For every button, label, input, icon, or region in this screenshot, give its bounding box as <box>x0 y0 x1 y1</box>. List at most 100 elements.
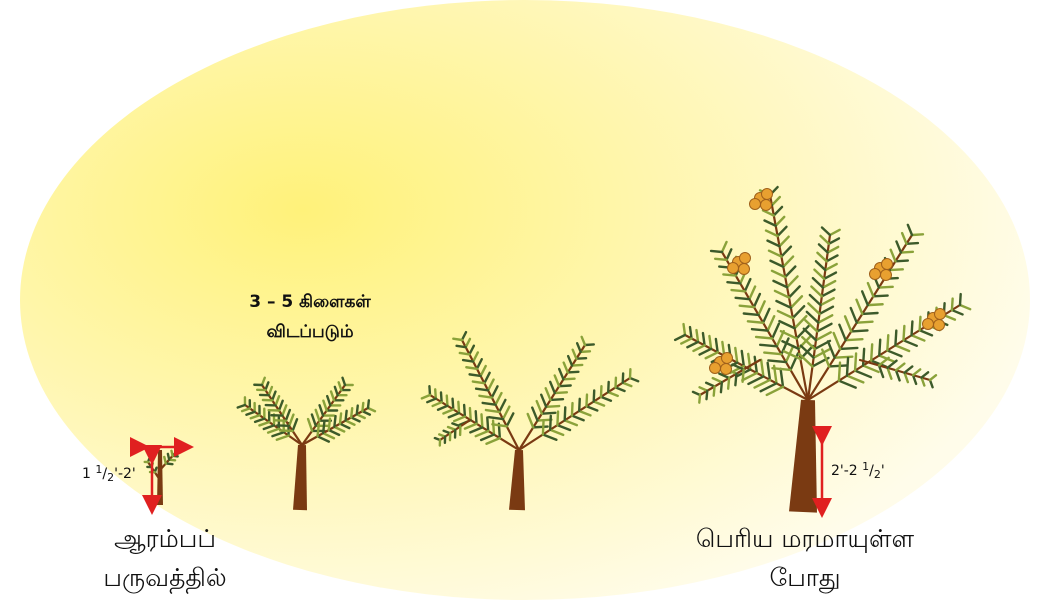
stage-4-branch-leaflet <box>903 326 904 340</box>
stage-4-fruit <box>881 270 892 281</box>
stage-4-fruit <box>923 319 934 330</box>
stage-3-branch-leaflet <box>579 399 580 411</box>
stage-4-branch-leaflet <box>952 299 953 310</box>
stage-3-branch-leaflet <box>441 392 442 402</box>
stage-3-branch-leaflet <box>568 372 579 373</box>
stage-3-branch-leaflet <box>557 412 558 425</box>
stage-2-branch-leaflet <box>351 408 352 417</box>
stage-4-branch-leaflet <box>684 324 685 335</box>
stage-4-branch-leaflet <box>744 314 759 315</box>
stage-2-caption-line1: 3 – 5 கிளைகள் <box>215 288 405 318</box>
stage-1-branch-leaflet <box>175 448 176 452</box>
stage-4-fruit <box>750 199 761 210</box>
stage-3-branch-leaflet <box>533 427 547 428</box>
stage-4-branch-leaflet <box>879 287 893 288</box>
stage-4-branch-leaflet <box>912 321 913 335</box>
stage-1-branch-leaflet <box>164 457 165 464</box>
stage-4-branch-leaflet <box>764 353 781 355</box>
stage-4-fruit <box>870 269 881 280</box>
stage-2-branch-leaflet <box>362 403 363 411</box>
stage-4-fruit <box>722 353 733 364</box>
stage-3-branch-leaflet <box>476 411 477 424</box>
stage-3-branch-leaflet <box>460 353 470 354</box>
stage-1-caption-line2: பருவத்தில் <box>70 559 260 598</box>
stage-3-branch-leaflet <box>555 392 567 393</box>
stage-3-branch-leaflet <box>453 339 462 340</box>
stage-4-branch-leaflet <box>711 251 722 252</box>
stage-4-branch-leaflet <box>895 261 907 262</box>
stage-4-branch-leaflet <box>727 282 740 283</box>
stage-4-fruit <box>710 363 721 374</box>
stage-3-branch-leaflet <box>470 374 481 376</box>
stage-4-branch-leaflet <box>707 391 708 399</box>
stage-4-branch-leaflet <box>696 330 698 342</box>
stage-4-caption-line1: பெரிய மரமாயுள்ள <box>680 520 930 559</box>
stage-3-branch-leaflet <box>572 365 582 366</box>
stage-3-branch-leaflet <box>473 382 485 384</box>
stage-4-branch-leaflet <box>768 360 786 362</box>
stage-3-branch-leaflet <box>586 395 587 407</box>
stage-2-branch-leaflet <box>323 421 324 433</box>
stage-3-branch-leaflet <box>572 403 573 416</box>
stage-4-branch-leaflet <box>732 290 745 291</box>
stage-4-branch-leaflet <box>839 363 840 381</box>
stage-3-branch-leaflet <box>458 402 459 413</box>
stage-4-branch-leaflet <box>743 370 744 382</box>
stage-4-branch-leaflet <box>863 349 864 366</box>
stage-3-branch-leaflet <box>429 386 430 395</box>
stage-4-branch-leaflet <box>895 331 896 346</box>
stage-4-branch-leaflet <box>920 317 921 330</box>
stage-1-height-label: 1 1/2'-2' <box>82 463 136 484</box>
stage-4-fruit <box>761 200 772 211</box>
stage-3-branch-leaflet <box>594 390 595 401</box>
background-glow <box>20 0 1030 600</box>
stage-4-branch-leaflet <box>829 365 847 366</box>
stage-4-fruit <box>739 264 750 275</box>
stage-4-branch-leaflet <box>840 348 857 349</box>
stage-2-branch-leaflet <box>368 400 369 408</box>
stage-4-branch-leaflet <box>728 378 729 389</box>
stage-4-branch-leaflet <box>835 357 853 358</box>
stage-3-branch-leaflet <box>470 408 471 420</box>
stage-4-branch-leaflet <box>847 358 848 376</box>
stage-3-branch-leaflet <box>476 389 488 391</box>
stage-4-branch-leaflet <box>748 321 763 322</box>
stage-3-branch-leaflet <box>542 413 555 414</box>
stage-3-branch-leaflet <box>481 414 482 427</box>
stage-4-branch-leaflet <box>890 269 903 270</box>
stage-4-branch-leaflet <box>868 304 883 305</box>
stage-4-branch-leaflet <box>715 259 726 260</box>
stage-2-caption: 3 – 5 கிளைகள் விடப்படும் <box>215 288 405 348</box>
stage-2-branch-leaflet <box>329 419 330 430</box>
stage-4-branch-leaflet <box>714 387 715 396</box>
stage-4-branch-leaflet <box>735 374 736 385</box>
stage-2-branch-leaflet <box>340 413 341 423</box>
stage-4-branch-leaflet <box>906 243 917 244</box>
stage-3-branch-leaflet <box>565 407 566 420</box>
stage-4-fruit <box>882 259 893 270</box>
stage-4-branch-leaflet <box>855 353 856 370</box>
stage-4-branch-leaflet <box>736 298 750 299</box>
stage-4-caption: பெரிய மரமாயுள்ள போது <box>680 520 930 598</box>
stage-4-branch-leaflet <box>862 313 877 314</box>
stage-2-branch-leaflet <box>334 416 335 427</box>
stage-4-height-prefix: 2'-2 <box>831 463 858 479</box>
stage-3-branch-leaflet <box>546 406 559 407</box>
stage-4-branch-leaflet <box>699 395 700 403</box>
stage-1-height-suffix: '-2' <box>114 466 136 482</box>
stage-1-caption-line1: ஆரம்பப் <box>70 520 260 559</box>
stage-4-branch-leaflet <box>887 335 888 350</box>
stage-4-branch-leaflet <box>721 382 722 392</box>
stage-4-branch-leaflet <box>901 252 913 253</box>
stage-4-branch-leaflet <box>703 333 705 345</box>
stage-4-fruit <box>935 309 946 320</box>
stage-2-branch-leaflet <box>357 406 358 415</box>
stage-3-branch-leaflet <box>585 344 594 345</box>
stage-1-branch-leaflet <box>171 451 172 456</box>
stage-4-fruit <box>721 364 732 375</box>
stage-1-branch-leaflet <box>168 454 169 460</box>
stage-4-fruit <box>762 189 773 200</box>
stage-4-height-suffix: ' <box>881 463 885 479</box>
